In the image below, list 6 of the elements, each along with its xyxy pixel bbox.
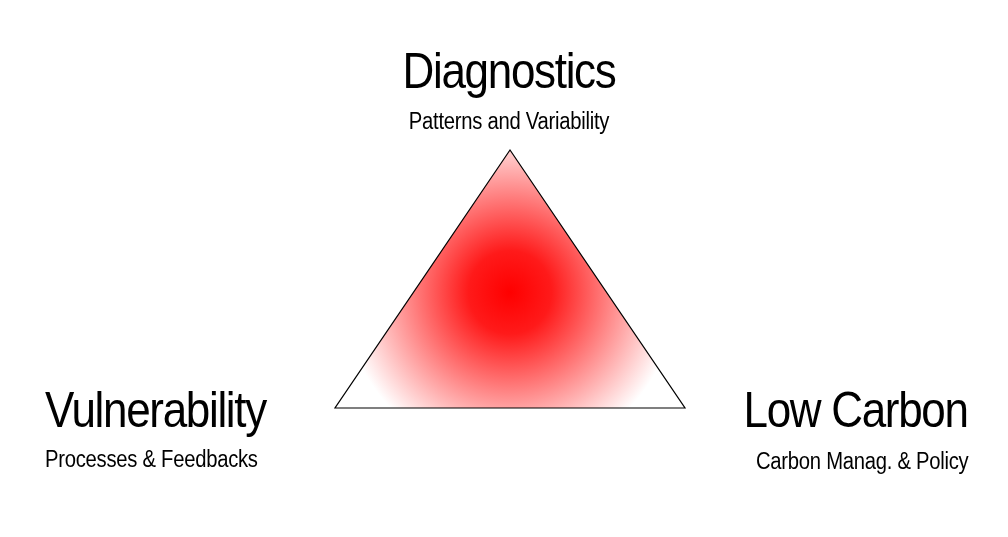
subheading: Carbon Manag. & Policy: [755, 450, 968, 473]
heading: Diagnostics: [401, 46, 617, 96]
subheading: Processes & Feedbacks: [45, 448, 258, 471]
subheading: Patterns and Variability: [407, 110, 611, 133]
heading: Low Carbon: [743, 385, 968, 435]
heading: Vulnerability: [45, 385, 266, 435]
